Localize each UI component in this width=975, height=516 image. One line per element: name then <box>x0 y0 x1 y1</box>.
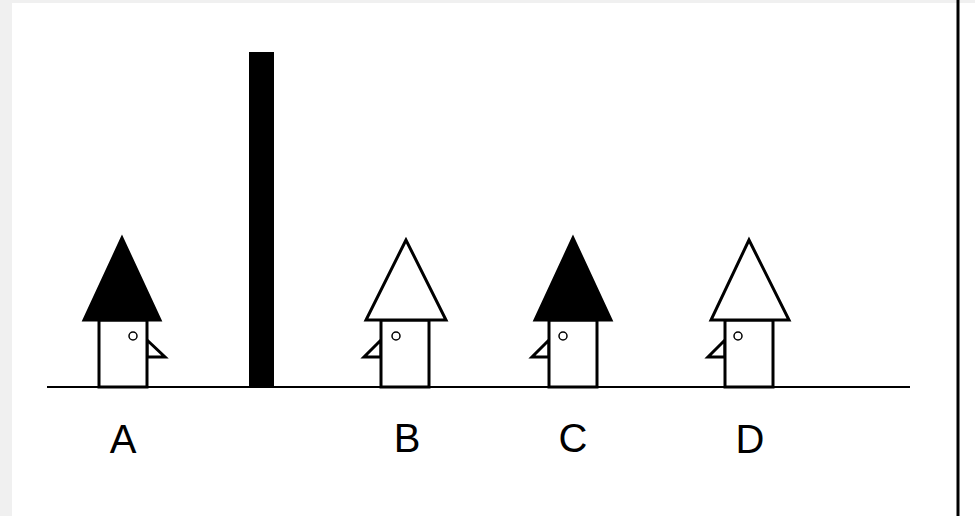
figure-label: D <box>736 419 765 459</box>
figure-b <box>364 240 446 387</box>
left-margin <box>0 0 12 516</box>
frame-line <box>957 0 960 516</box>
figure-a <box>84 238 165 387</box>
figure-label: C <box>559 418 588 458</box>
figure-d <box>708 240 789 387</box>
top-margin <box>0 0 975 3</box>
figure-label: B <box>394 418 421 458</box>
ground-line <box>47 386 910 388</box>
figure-label: A <box>110 419 137 459</box>
figure-c <box>532 238 611 387</box>
wall-bar <box>249 52 274 387</box>
